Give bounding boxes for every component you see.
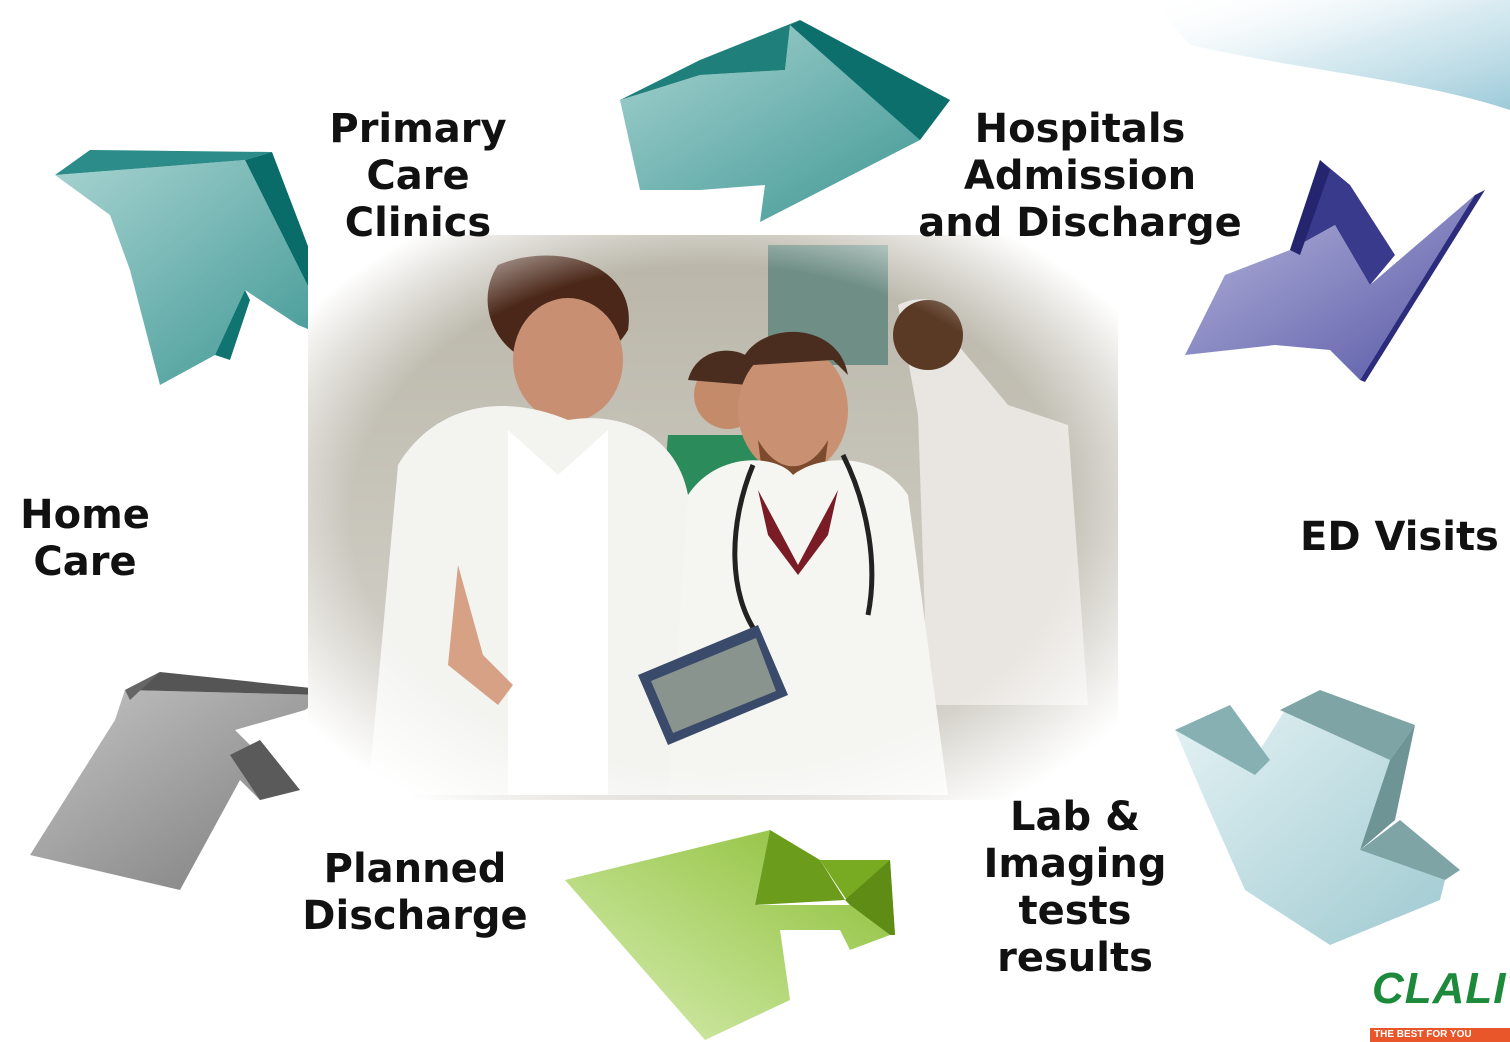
node-hospitals-admission-discharge: Hospitals Admission and Discharge	[918, 106, 1242, 246]
arrow-lab-to-planned	[565, 830, 895, 1040]
clinicians-photo	[308, 235, 1118, 800]
node-lab-imaging-results: Lab & Imaging tests results	[983, 794, 1167, 981]
arrow-planned-to-home	[30, 672, 330, 890]
arrow-hospitals-to-ed	[1185, 160, 1485, 382]
node-primary-care-clinics: Primary Care Clinics	[329, 106, 507, 246]
arrow-ed-to-lab	[1175, 690, 1460, 945]
node-home-care: Home Care	[20, 492, 150, 585]
logo-tagline: THE BEST FOR YOU	[1370, 1028, 1510, 1042]
node-ed-visits: ED Visits	[1300, 514, 1499, 560]
arrow-home-to-primary	[55, 150, 340, 385]
node-planned-discharge: Planned Discharge	[302, 846, 528, 939]
arrow-primary-to-hospitals	[620, 20, 950, 222]
